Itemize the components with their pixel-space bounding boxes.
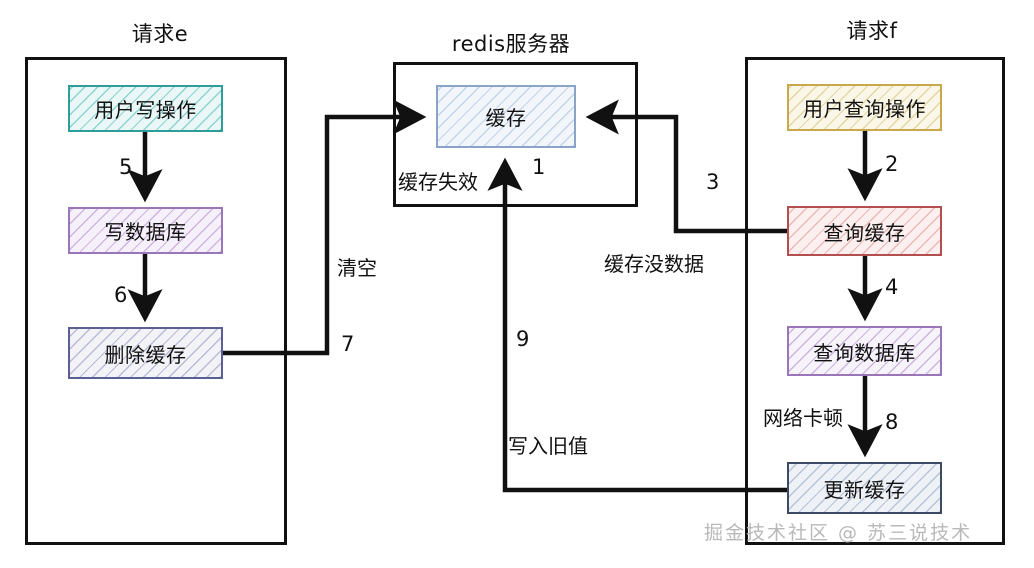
connector-3 <box>585 99 787 234</box>
node-query-db[interactable]: 查询数据库 <box>787 326 942 376</box>
step-number-1: 1 <box>532 155 546 179</box>
connector-9 <box>487 157 787 493</box>
container-request-e <box>25 57 287 545</box>
step-number-3: 3 <box>706 170 720 194</box>
node-label: 缓存 <box>485 106 527 130</box>
watermark: 掘金技术社区 @ 苏三说技术 <box>704 522 973 544</box>
step-number-2: 2 <box>885 152 899 176</box>
node-label: 用户写操作 <box>94 98 197 122</box>
step-number-6: 6 <box>114 283 128 307</box>
container-request-f <box>745 57 1005 545</box>
node-label: 查询数据库 <box>813 340 916 365</box>
step-number-7: 7 <box>341 332 355 356</box>
edge-label-clear: 清空 <box>337 256 377 280</box>
node-label: 删除缓存 <box>104 342 187 367</box>
edge-label-network-lag: 网络卡顿 <box>763 406 843 430</box>
node-label: 更新缓存 <box>823 477 906 502</box>
step-number-5: 5 <box>119 155 133 179</box>
node-label: 查询缓存 <box>823 220 906 245</box>
group-title-request-e: 请求e <box>131 22 189 46</box>
node-label: 写数据库 <box>104 220 187 244</box>
node-write-db[interactable]: 写数据库 <box>68 207 223 254</box>
edge-label-no-cache-data: 缓存没数据 <box>604 252 704 276</box>
node-update-cache[interactable]: 更新缓存 <box>787 462 942 514</box>
step-number-8: 8 <box>885 410 899 434</box>
node-label: 用户查询操作 <box>803 97 926 121</box>
node-user-query[interactable]: 用户查询操作 <box>787 84 942 131</box>
node-query-cache[interactable]: 查询缓存 <box>787 206 942 256</box>
node-user-write[interactable]: 用户写操作 <box>68 85 223 132</box>
step-number-9: 9 <box>516 327 530 351</box>
group-title-redis-server: redis服务器 <box>451 32 571 56</box>
step-number-4: 4 <box>885 275 899 299</box>
connector-7 <box>223 99 427 356</box>
edge-label-write-old-value: 写入旧值 <box>508 434 588 458</box>
node-delete-cache[interactable]: 删除缓存 <box>68 327 223 379</box>
edge-label-cache-invalid: 缓存失效 <box>398 170 478 194</box>
node-cache[interactable]: 缓存 <box>436 85 576 148</box>
group-title-request-f: 请求f <box>846 19 898 43</box>
